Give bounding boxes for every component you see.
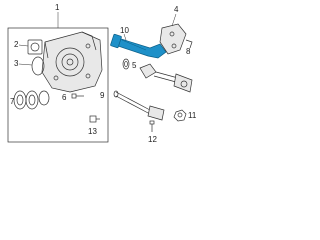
callout-7: 7 (10, 97, 15, 106)
callout-2: 2 (14, 40, 19, 49)
half-shaft (113, 90, 165, 121)
exploded-parts-diagram: 1 2 3 6 7 10 (7, 3, 197, 144)
bearing-set (13, 90, 50, 110)
gasket (31, 56, 45, 76)
output-shaft-highlighted (110, 33, 167, 59)
leader-2 (18, 44, 29, 47)
retaining-clip (185, 39, 193, 49)
callout-12: 12 (148, 135, 157, 144)
bolt-12 (149, 120, 155, 132)
bolt-6 (71, 93, 84, 99)
hub-nut (173, 109, 187, 122)
seal-plate (27, 39, 43, 55)
leader-3 (18, 63, 33, 66)
leader-10 (123, 33, 127, 41)
callout-5: 5 (132, 61, 137, 70)
callout-9: 9 (100, 91, 105, 100)
callout-8: 8 (186, 47, 191, 56)
callout-6: 6 (62, 93, 67, 102)
callout-1: 1 (55, 3, 60, 12)
shaft-seal (122, 58, 130, 70)
callout-13: 13 (88, 127, 97, 136)
callout-4: 4 (174, 5, 179, 14)
axle-shaft-assembly (139, 63, 193, 93)
mounting-bracket (159, 23, 187, 55)
callout-10: 10 (120, 26, 129, 35)
callout-3: 3 (14, 59, 19, 68)
leader-4 (171, 13, 177, 27)
differential-housing (41, 31, 103, 93)
drain-plug (89, 115, 100, 123)
callout-11: 11 (188, 111, 197, 120)
